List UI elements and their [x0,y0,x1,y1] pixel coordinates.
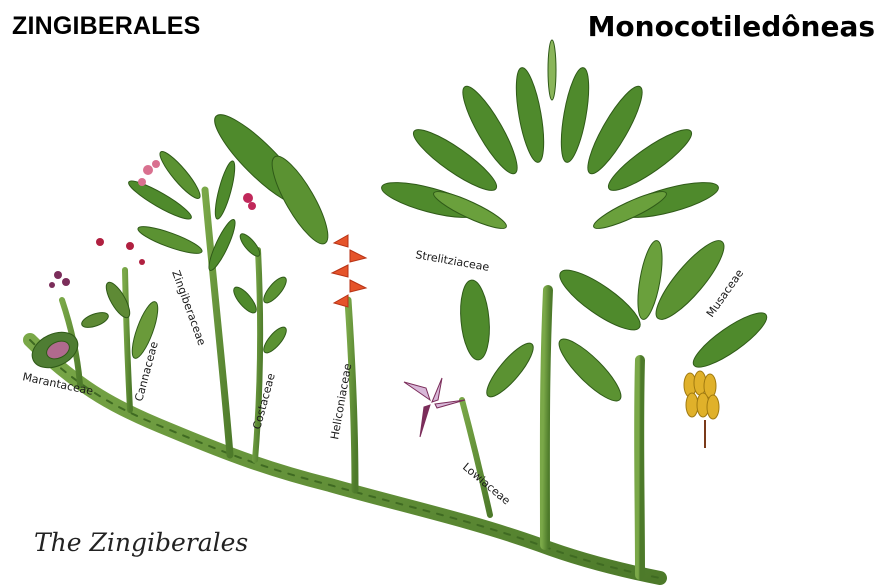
zingiberaceae-flower [138,160,160,186]
musaceae-bananas [684,371,719,448]
leaves [26,40,772,408]
costaceae-flower [243,193,256,210]
lowiaceae-flower [404,378,465,437]
heliconia-bracts [332,235,366,307]
marantaceae-flower [49,271,70,288]
caption: The Zingiberales [34,528,248,557]
label-strelitziaceae: Strelitziaceae [414,248,490,274]
label-zingiberaceae: Zingiberaceae [169,269,208,348]
cannaceae-flower [96,238,145,265]
label-costaceae: Costaceae [250,372,278,431]
